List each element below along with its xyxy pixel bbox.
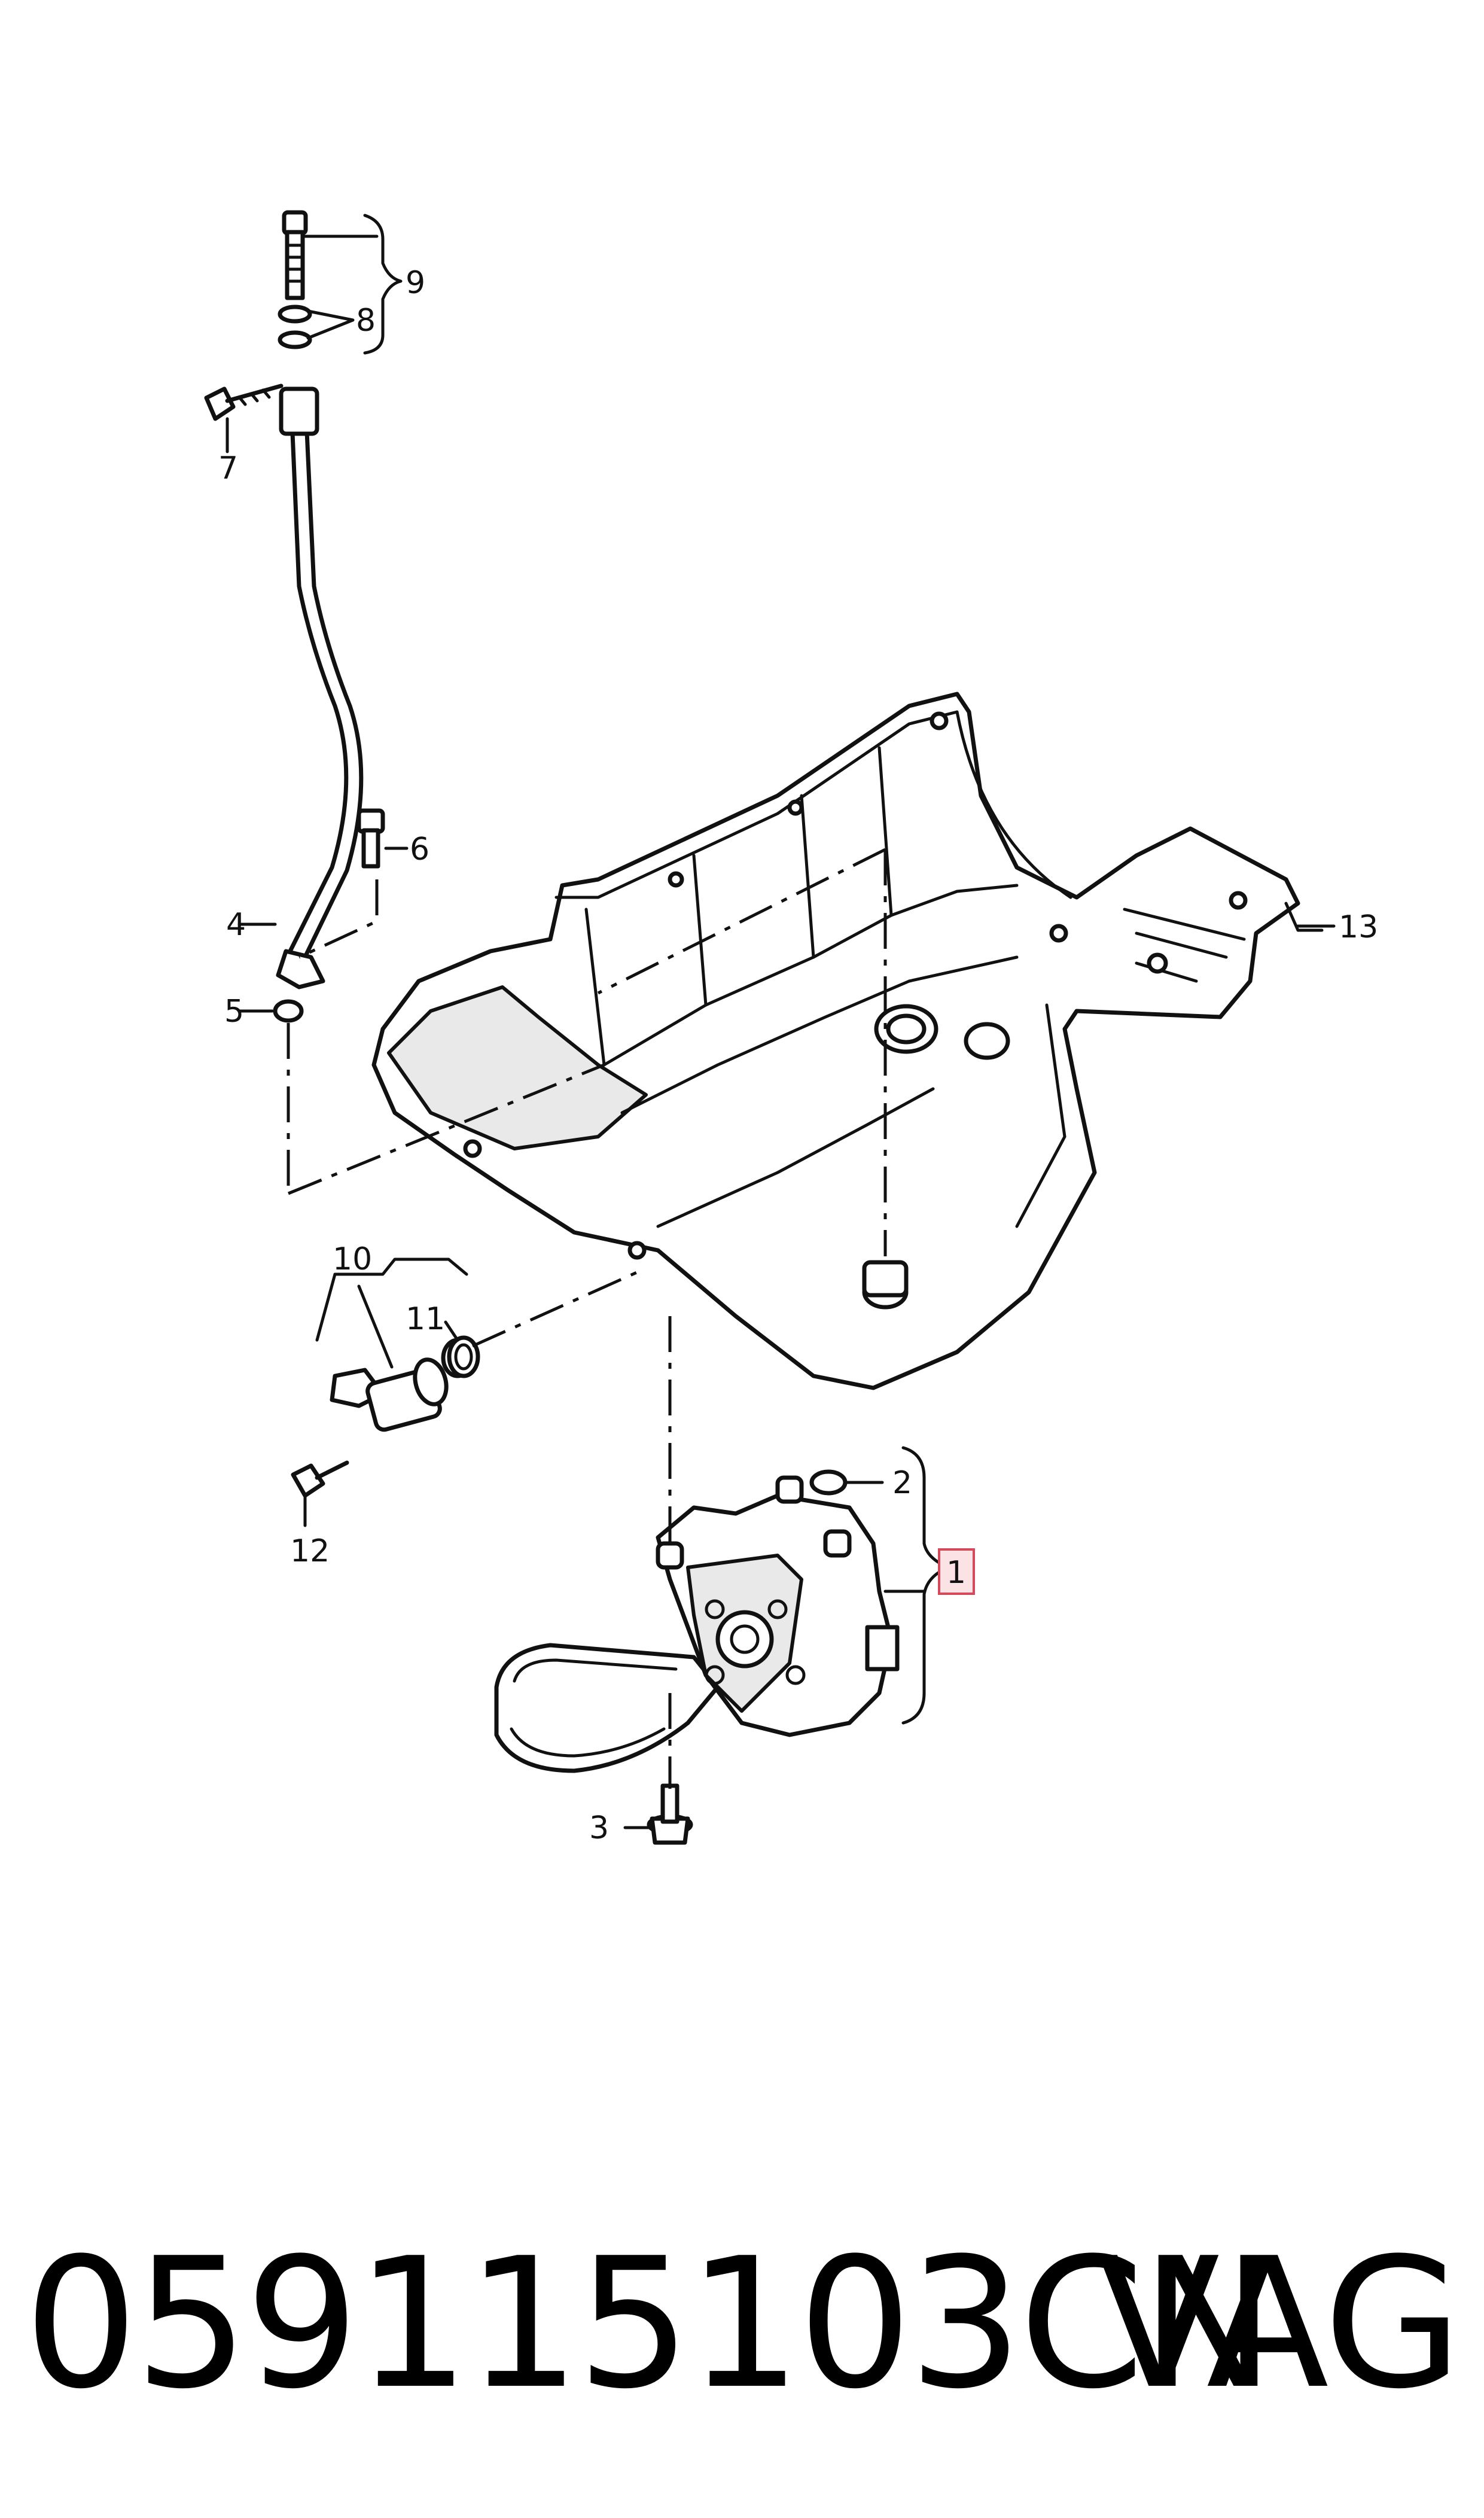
callout-1-highlight (938, 1548, 975, 1595)
seal-5 (273, 999, 304, 1023)
callout-12[interactable]: 12 (290, 1533, 330, 1569)
bolt-12 (291, 1460, 349, 1498)
oil-pan (371, 692, 1324, 1390)
callout-7[interactable]: 7 (218, 450, 238, 486)
callout-8[interactable]: 8 (356, 303, 376, 339)
callout-13[interactable]: 13 (1339, 909, 1378, 945)
oil-pump (494, 1475, 900, 1773)
o-ring-11 (447, 1335, 480, 1378)
callout-2[interactable]: 2 (892, 1465, 912, 1501)
dipstick-tube (276, 386, 364, 989)
callout-5[interactable]: 5 (224, 994, 244, 1030)
callout-3[interactable]: 3 (589, 1810, 609, 1846)
callout-6[interactable]: 6 (410, 832, 429, 867)
callout-labels: 1 2 3 4 5 6 7 8 9 10 11 12 13 (218, 265, 1378, 1846)
o-ring-2 (809, 1469, 848, 1496)
callout-4[interactable]: 4 (226, 907, 246, 943)
bolt-3 (647, 1783, 693, 1845)
callout-9[interactable]: 9 (406, 265, 425, 301)
part-number: 059115103CN (24, 2219, 1275, 2428)
callout-1[interactable]: 1 (946, 1555, 966, 1591)
callout-10[interactable]: 10 (333, 1241, 372, 1277)
bolt-7 (204, 383, 284, 421)
o-ring-11-inner (454, 1343, 473, 1371)
footer: 059115103CN VAG (0, 2225, 1484, 2423)
dipstick-bolt (282, 210, 308, 300)
brand-name: VAG (1097, 2219, 1462, 2428)
o-ring-pair (278, 305, 312, 349)
callout-11[interactable]: 11 (406, 1301, 445, 1337)
bolt-6 (356, 808, 385, 869)
assembly-lines (287, 848, 887, 1789)
